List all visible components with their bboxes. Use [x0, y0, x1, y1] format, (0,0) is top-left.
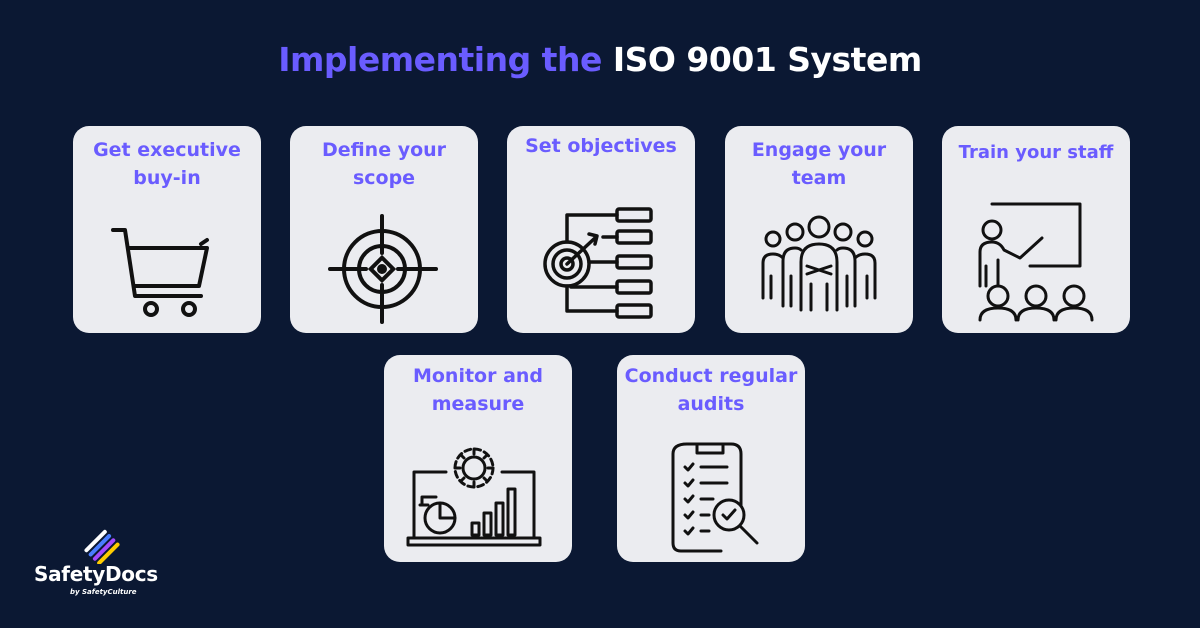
logo-byline: by SafetyCulture	[70, 588, 137, 596]
card-label: Define your scope	[321, 139, 447, 189]
team-group-icon	[761, 215, 877, 312]
title-part-2: ISO 9001 System	[612, 40, 922, 79]
title-part-1: Implementing the	[278, 40, 602, 79]
safetydocs-mark-icon	[84, 529, 120, 564]
card-label: Get executive buy-in	[93, 139, 241, 189]
card-train-your-staff: Train your staff	[942, 126, 1130, 333]
card-label: Engage your team	[751, 139, 887, 189]
target-objectives-chart-icon	[543, 207, 653, 319]
card-define-your-scope: Define your scope	[290, 126, 478, 333]
logo-brand: SafetyDocs	[34, 562, 158, 586]
card-label: Conduct regular audits	[624, 365, 798, 415]
card-engage-your-team: Engage your team	[725, 126, 913, 333]
target-crosshair-icon	[328, 214, 438, 324]
monitor-analytics-icon	[406, 447, 542, 547]
card-monitor-and-measure: Monitor and measure	[384, 355, 572, 562]
presenter-board-icon	[978, 202, 1094, 322]
page-title: Implementing the ISO 9001 System	[0, 40, 1200, 79]
card-conduct-regular-audits: Conduct regular audits	[617, 355, 805, 562]
card-label: Train your staff	[958, 142, 1114, 163]
card-set-objectives: Set objectives	[507, 126, 695, 333]
shopping-cart-icon	[111, 228, 209, 317]
audit-clipboard-icon	[671, 442, 759, 553]
safetydocs-logo: SafetyDocs by SafetyCulture	[34, 528, 174, 598]
card-label: Monitor and measure	[412, 365, 544, 415]
card-get-executive-buy-in: Get executive buy-in	[73, 126, 261, 333]
card-label: Set objectives	[525, 135, 677, 157]
